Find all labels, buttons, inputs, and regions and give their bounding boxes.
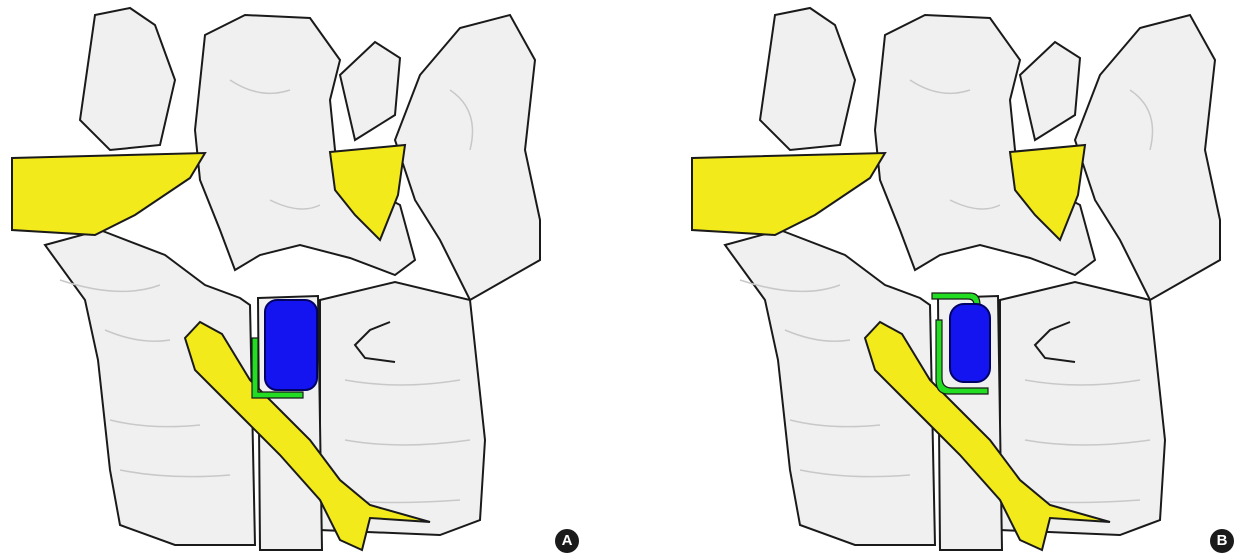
spine-diagram-b bbox=[680, 0, 1249, 556]
panel-b: B bbox=[680, 0, 1249, 556]
panel-label-a: A bbox=[555, 529, 579, 553]
panel-label-b: B bbox=[1210, 529, 1234, 553]
implant-cage-b bbox=[950, 304, 990, 382]
spine-diagram-a bbox=[0, 0, 600, 556]
implant-cage-a bbox=[265, 300, 317, 390]
panel-a: A bbox=[0, 0, 600, 556]
